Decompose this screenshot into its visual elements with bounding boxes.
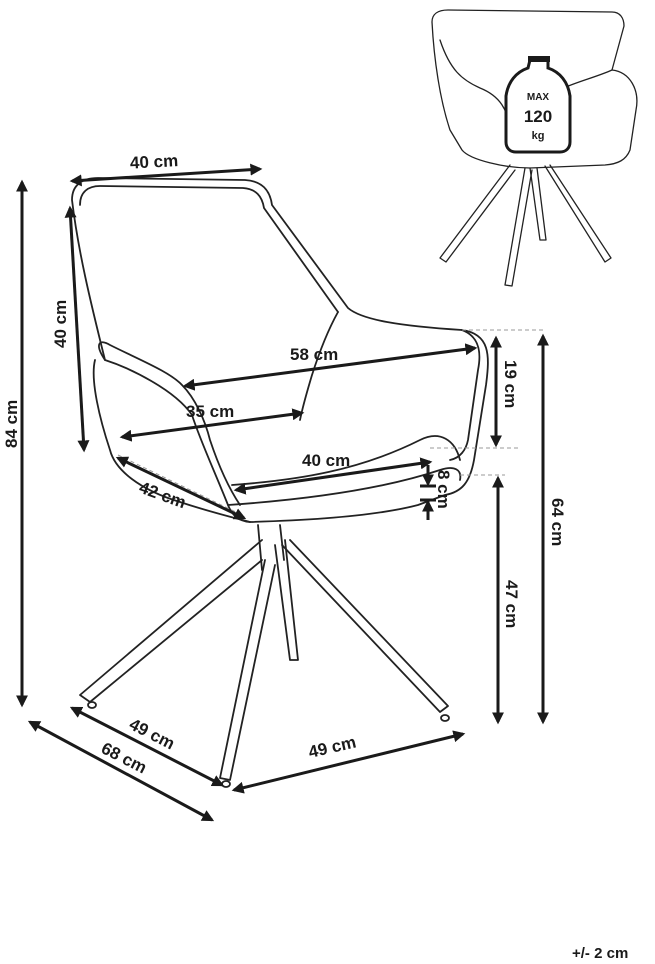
label-seat-thickness: 8 cm: [434, 470, 453, 509]
arrow-base-width: [231, 730, 466, 794]
label-armrest-above-seat: 19 cm: [501, 360, 520, 408]
label-base-width: 49 cm: [307, 733, 358, 762]
label-backrest-width: 40 cm: [130, 151, 179, 172]
label-total-height: 84 cm: [2, 400, 21, 448]
arrow-base-depth: [69, 706, 225, 787]
max-load-line1: MAX: [527, 92, 550, 103]
label-backrest-height: 40 cm: [51, 300, 70, 348]
weight-icon: [504, 58, 572, 154]
arrow-overall-depth: [27, 720, 215, 822]
leg-front-right: [281, 539, 449, 713]
arrow-armrest-width: [182, 343, 478, 391]
dimension-arrows: [15, 163, 549, 822]
arrow-backrest-height: [64, 205, 90, 453]
arrow-backrest-width: [69, 163, 263, 187]
backrest-inner: [79, 185, 339, 313]
label-armrest-width: 58 cm: [290, 345, 338, 364]
label-armrest-height: 64 cm: [548, 498, 567, 546]
foot-1: [87, 701, 97, 709]
label-seat-width: 40 cm: [302, 451, 350, 470]
backrest-outline: [71, 177, 489, 523]
max-load-line2: 120: [524, 107, 552, 126]
leg-back: [219, 559, 276, 781]
max-load-badge: MAX 120 kg: [504, 56, 572, 154]
label-arm-depth: 42 cm: [137, 478, 189, 512]
arrow-seat-width: [233, 457, 433, 495]
foot-2: [440, 714, 450, 722]
leg-back-right: [274, 539, 299, 661]
tolerance-note: +/- 2 cm: [572, 945, 628, 962]
foot-3: [221, 780, 231, 788]
swivel-column: [257, 524, 285, 571]
dimension-labels: 40 cm 40 cm 84 cm 58 cm 35 cm 40 cm 42 c…: [2, 151, 567, 777]
label-seat-height: 47 cm: [502, 580, 521, 628]
label-seat-depth: 35 cm: [186, 402, 234, 421]
max-load-line3: kg: [532, 130, 545, 142]
leg-front-left: [79, 539, 263, 703]
arrow-seat-depth: [119, 408, 305, 442]
right-arm: [449, 329, 481, 461]
arrow-arm-depth: [115, 456, 247, 520]
